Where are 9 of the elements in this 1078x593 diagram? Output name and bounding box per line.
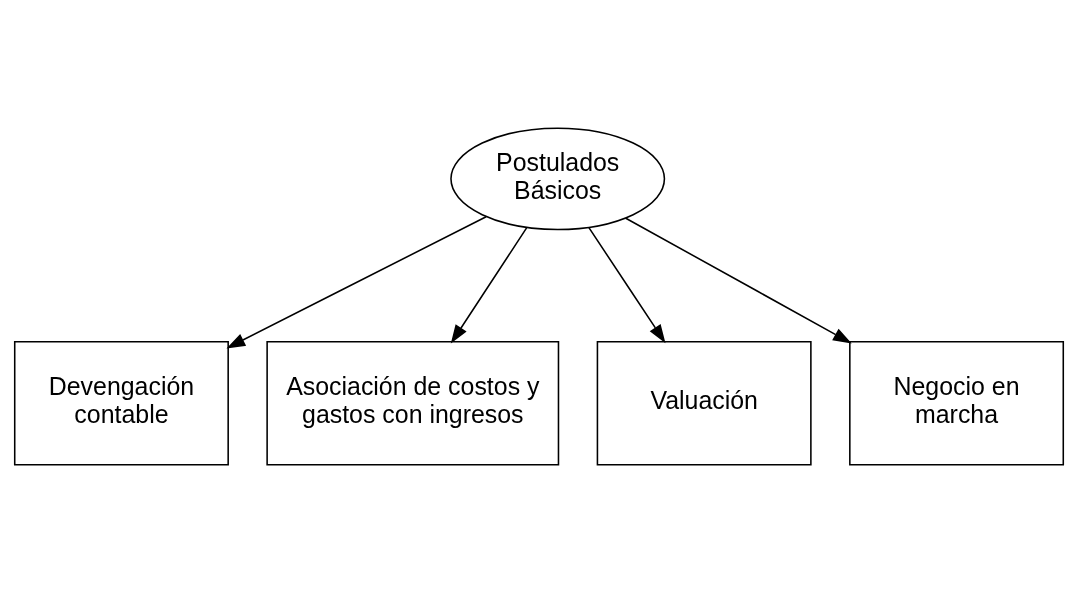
- node-box: Valuación: [596, 340, 812, 466]
- node-ellipse: Postulados Básicos: [450, 127, 666, 231]
- arrow: [226, 215, 487, 349]
- node-box: Devengación contable: [13, 340, 229, 466]
- node-box: Asociación de costos y gastos con ingresos: [266, 340, 560, 466]
- arrow: [450, 227, 528, 344]
- arrow: [587, 226, 666, 344]
- arrow: [625, 217, 852, 344]
- node-box: Negocio en marcha: [849, 340, 1065, 466]
